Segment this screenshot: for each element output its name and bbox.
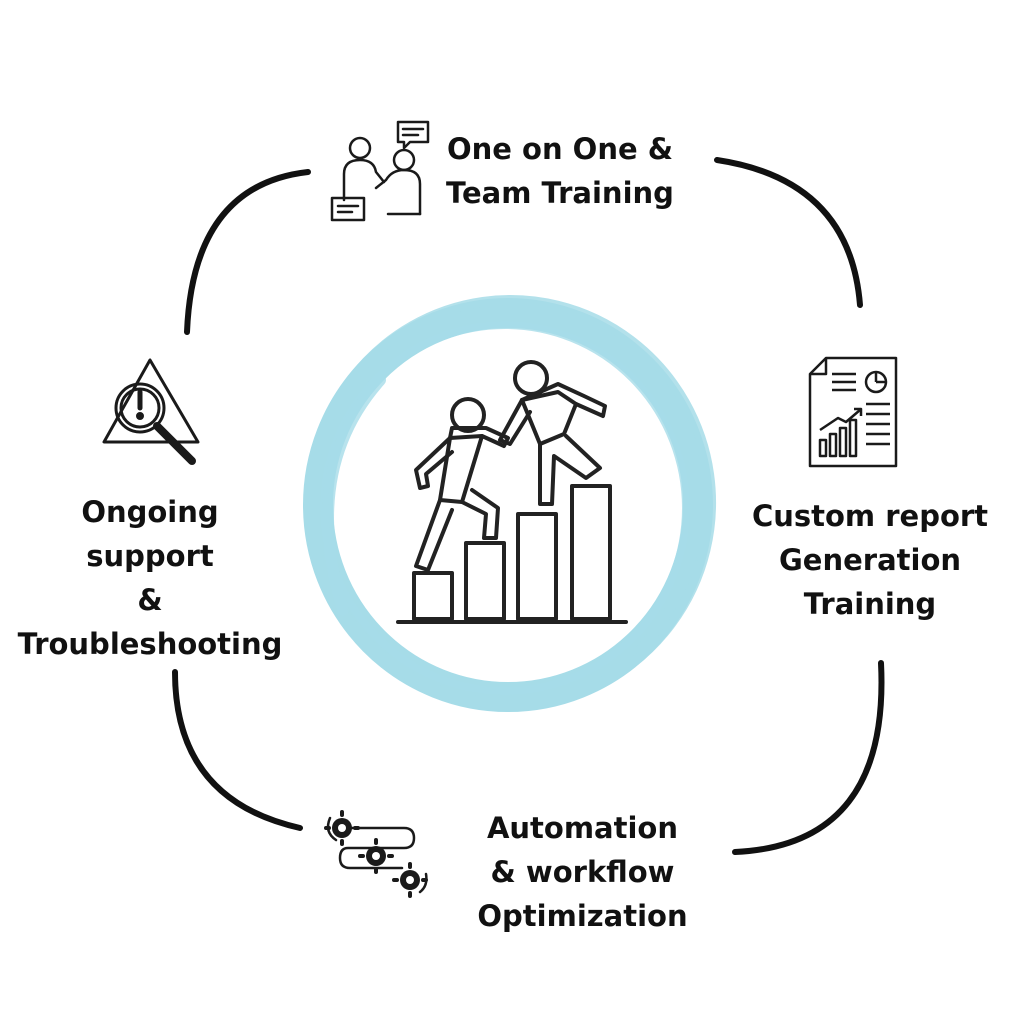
node-label-automation: Automation & workflow Optimization (460, 806, 705, 938)
climbing-helping-hand-icon (396, 360, 628, 624)
node-label-training: One on One & Team Training (440, 127, 680, 215)
report-document-icon (808, 356, 898, 468)
node-label-line: & workflow (490, 855, 675, 889)
arc-bottom-left (172, 669, 303, 831)
node-label-line: Generation (778, 543, 962, 577)
node-label-line: One on One & (446, 132, 674, 166)
node-label-line: Team Training (446, 176, 674, 210)
node-label-support: Ongoing support & Troubleshooting (10, 490, 290, 666)
node-label-line: Ongoing (81, 495, 219, 529)
center-ring (303, 295, 717, 712)
node-label-line: Automation (486, 811, 679, 845)
warning-magnifier-icon (102, 358, 200, 465)
arc-top-right (714, 157, 863, 308)
team-training-icon (330, 120, 430, 222)
node-label-line: support (86, 539, 214, 573)
cycle-arcs (172, 157, 885, 855)
workflow-gears-icon (324, 810, 428, 898)
node-label-line: Optimization (477, 899, 688, 933)
arc-top-left (184, 169, 311, 335)
node-label-line: Troubleshooting (17, 627, 283, 661)
node-label-line: & (137, 583, 163, 617)
node-label-line: Training (803, 587, 937, 621)
arc-bottom-right (732, 660, 885, 855)
node-label-line: Custom report (751, 499, 989, 533)
node-label-report: Custom report Generation Training (740, 494, 1000, 626)
